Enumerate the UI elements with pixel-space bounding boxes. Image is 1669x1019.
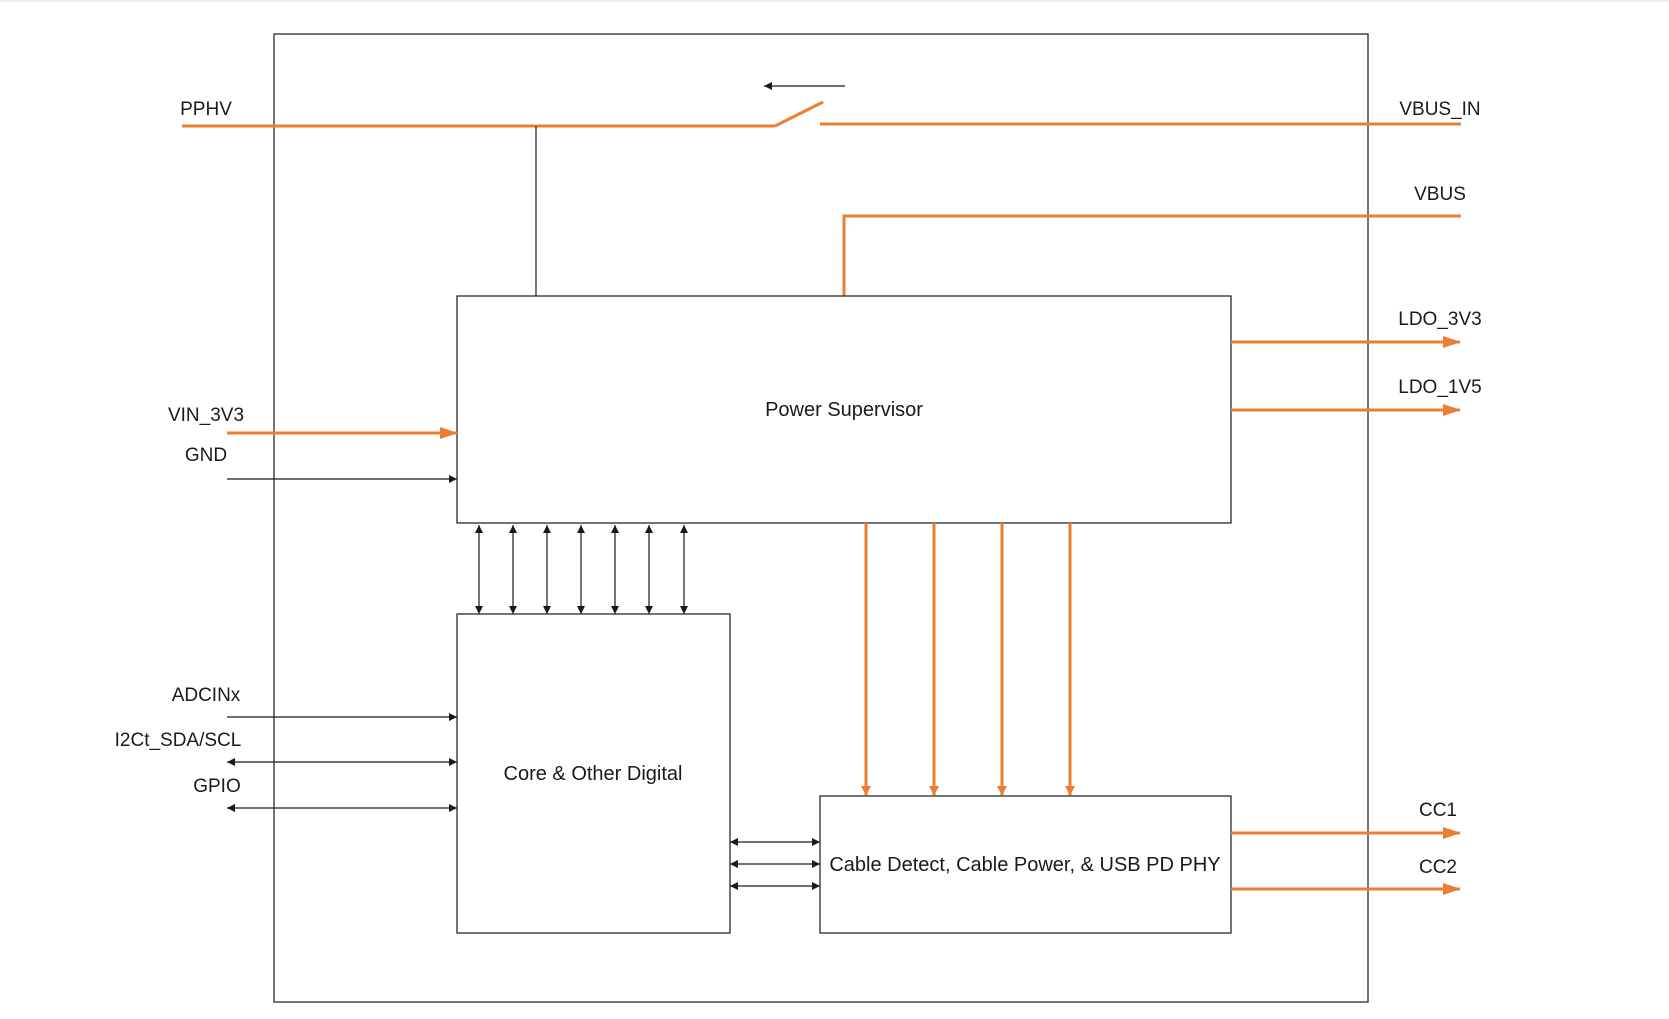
label-i2ct: I2Ct_SDA/SCL xyxy=(115,730,242,751)
vbus-line xyxy=(842,214,1461,296)
label-vin-3v3: VIN_3V3 xyxy=(168,405,244,426)
core-digital-label: Core & Other Digital xyxy=(504,763,683,785)
core-digital-block xyxy=(456,613,731,934)
label-gnd: GND xyxy=(185,445,227,466)
supervisor-core-bus xyxy=(475,525,688,614)
label-pphv: PPHV xyxy=(180,99,232,120)
label-vbus-in: VBUS_IN xyxy=(1399,99,1480,120)
label-adcinx: ADCINx xyxy=(172,685,241,706)
label-cc2: CC2 xyxy=(1419,857,1457,878)
label-ldo-3v3: LDO_3V3 xyxy=(1398,309,1481,330)
label-cc1: CC1 xyxy=(1419,800,1457,821)
switch-blade xyxy=(774,100,824,128)
label-ldo-1v5: LDO_1V5 xyxy=(1398,377,1481,398)
label-gpio: GPIO xyxy=(193,776,241,797)
core-phy-bus xyxy=(730,838,820,890)
supervisor-phy-feeds xyxy=(861,523,1075,796)
power-supervisor-block xyxy=(456,295,1232,524)
cable-phy-block xyxy=(819,795,1232,934)
power-supervisor-label: Power Supervisor xyxy=(765,399,923,421)
cable-phy-label: Cable Detect, Cable Power, & USB PD PHY xyxy=(829,854,1220,876)
label-vbus: VBUS xyxy=(1414,184,1466,205)
